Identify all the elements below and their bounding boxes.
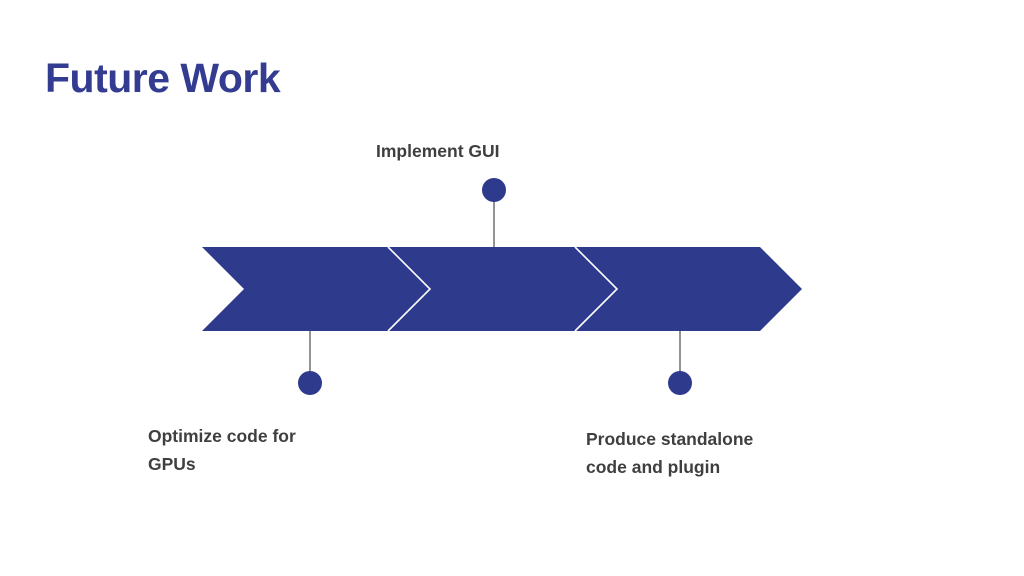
milestone-label-optimize-gpu: Optimize code for GPUs [148,426,296,475]
milestone-label-implement-gui: Implement GUI [376,141,500,161]
milestone-marker-produce-standalone[interactable] [668,371,692,395]
chevron-band-shape [202,247,802,331]
chevron-divider-2 [574,246,619,332]
page-title: Future Work [45,55,281,101]
milestone-marker-optimize-gpu[interactable] [298,371,322,395]
milestone-marker-implement-gui[interactable] [482,178,506,202]
milestone-label-produce-standalone: Produce standalone code and plugin [586,429,754,478]
chevron-divider-1 [387,246,432,332]
